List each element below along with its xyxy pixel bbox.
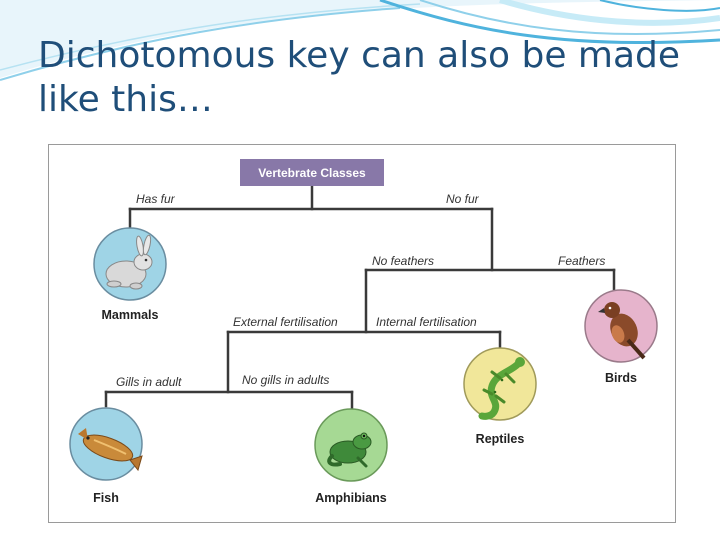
class-label-mammals: Mammals: [102, 308, 159, 322]
root-label: Vertebrate Classes: [258, 166, 366, 180]
key-root-node: Vertebrate Classes: [240, 159, 384, 186]
branch-label-internal-fertilisation: Internal fertilisation: [376, 315, 477, 329]
branch-label-feathers: Feathers: [558, 254, 605, 268]
class-label-birds: Birds: [605, 371, 637, 385]
class-label-fish: Fish: [93, 491, 119, 505]
class-node-mammals: Mammals: [94, 228, 166, 322]
class-node-birds: Birds: [585, 290, 657, 385]
key-branch-lines: [106, 187, 614, 410]
class-label-reptiles: Reptiles: [476, 432, 525, 446]
class-node-amphibians: Amphibians: [315, 409, 387, 505]
branch-label-no-fur: No fur: [446, 192, 480, 206]
dichotomous-key-diagram: Vertebrate Classes Has fur No fur No fea…: [48, 144, 676, 523]
branch-label-external-fertilisation: External fertilisation: [233, 315, 338, 329]
reptiles-circle: [464, 348, 536, 420]
class-node-fish: Fish: [70, 408, 142, 505]
branch-label-no-gills-in-adults: No gills in adults: [242, 373, 329, 387]
class-node-reptiles: Reptiles: [464, 348, 536, 446]
branch-label-has-fur: Has fur: [136, 192, 176, 206]
class-label-amphibians: Amphibians: [315, 491, 387, 505]
slide-title: Dichotomous key can also be made like th…: [38, 34, 698, 122]
branch-label-no-feathers: No feathers: [372, 254, 434, 268]
branch-label-gills-in-adult: Gills in adult: [116, 375, 182, 389]
